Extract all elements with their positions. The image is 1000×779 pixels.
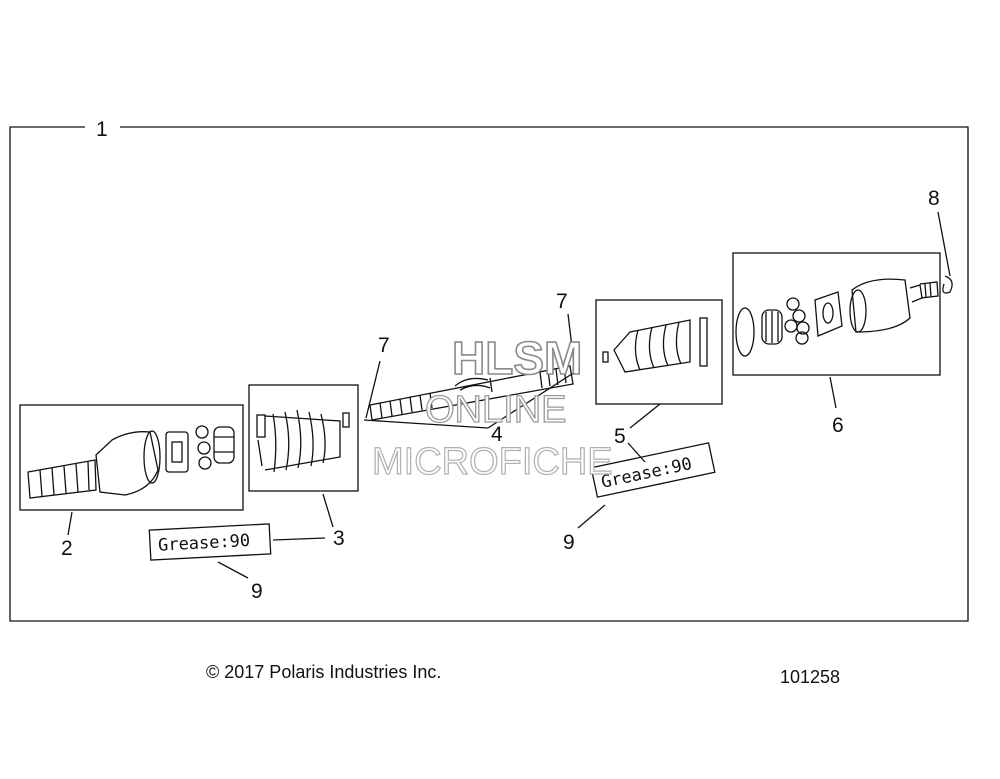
callout-7-left: 7	[378, 334, 390, 357]
boot-right	[602, 317, 708, 373]
watermark-line-2: ONLINE	[425, 389, 566, 431]
cv-joint-inner-box	[732, 252, 941, 376]
callout-9-right: 9	[563, 531, 575, 554]
grease-label-left: Grease:90	[158, 531, 251, 556]
outer-cv-joint	[27, 425, 235, 499]
boot-kit-left-box	[248, 384, 359, 492]
inner-cv-joint	[735, 278, 939, 357]
leader-lines	[67, 211, 951, 579]
drawing-number: 101258	[780, 667, 841, 687]
callout-6: 6	[832, 414, 844, 437]
callout-4: 4	[491, 423, 503, 446]
watermark-line-3: MICROFICHE	[372, 441, 613, 483]
callout-2: 2	[61, 537, 73, 560]
assembly-frame	[9, 126, 969, 622]
cv-joint-outer-box	[19, 404, 244, 511]
callout-3: 3	[333, 527, 345, 550]
boot-left	[256, 409, 350, 473]
grease-label-left-box	[148, 523, 272, 561]
callout-7-right: 7	[556, 290, 568, 313]
grease-label-right-box	[590, 442, 716, 498]
half-shaft	[369, 365, 574, 421]
copyright-text: © 2017 Polaris Industries Inc.	[206, 662, 442, 682]
callout-8: 8	[928, 187, 940, 210]
callout-1: 1	[96, 118, 108, 141]
callout-5: 5	[614, 425, 626, 448]
watermark-line-1: HLSM	[452, 332, 582, 384]
circlip	[942, 275, 953, 294]
callout-9-left: 9	[251, 580, 263, 603]
